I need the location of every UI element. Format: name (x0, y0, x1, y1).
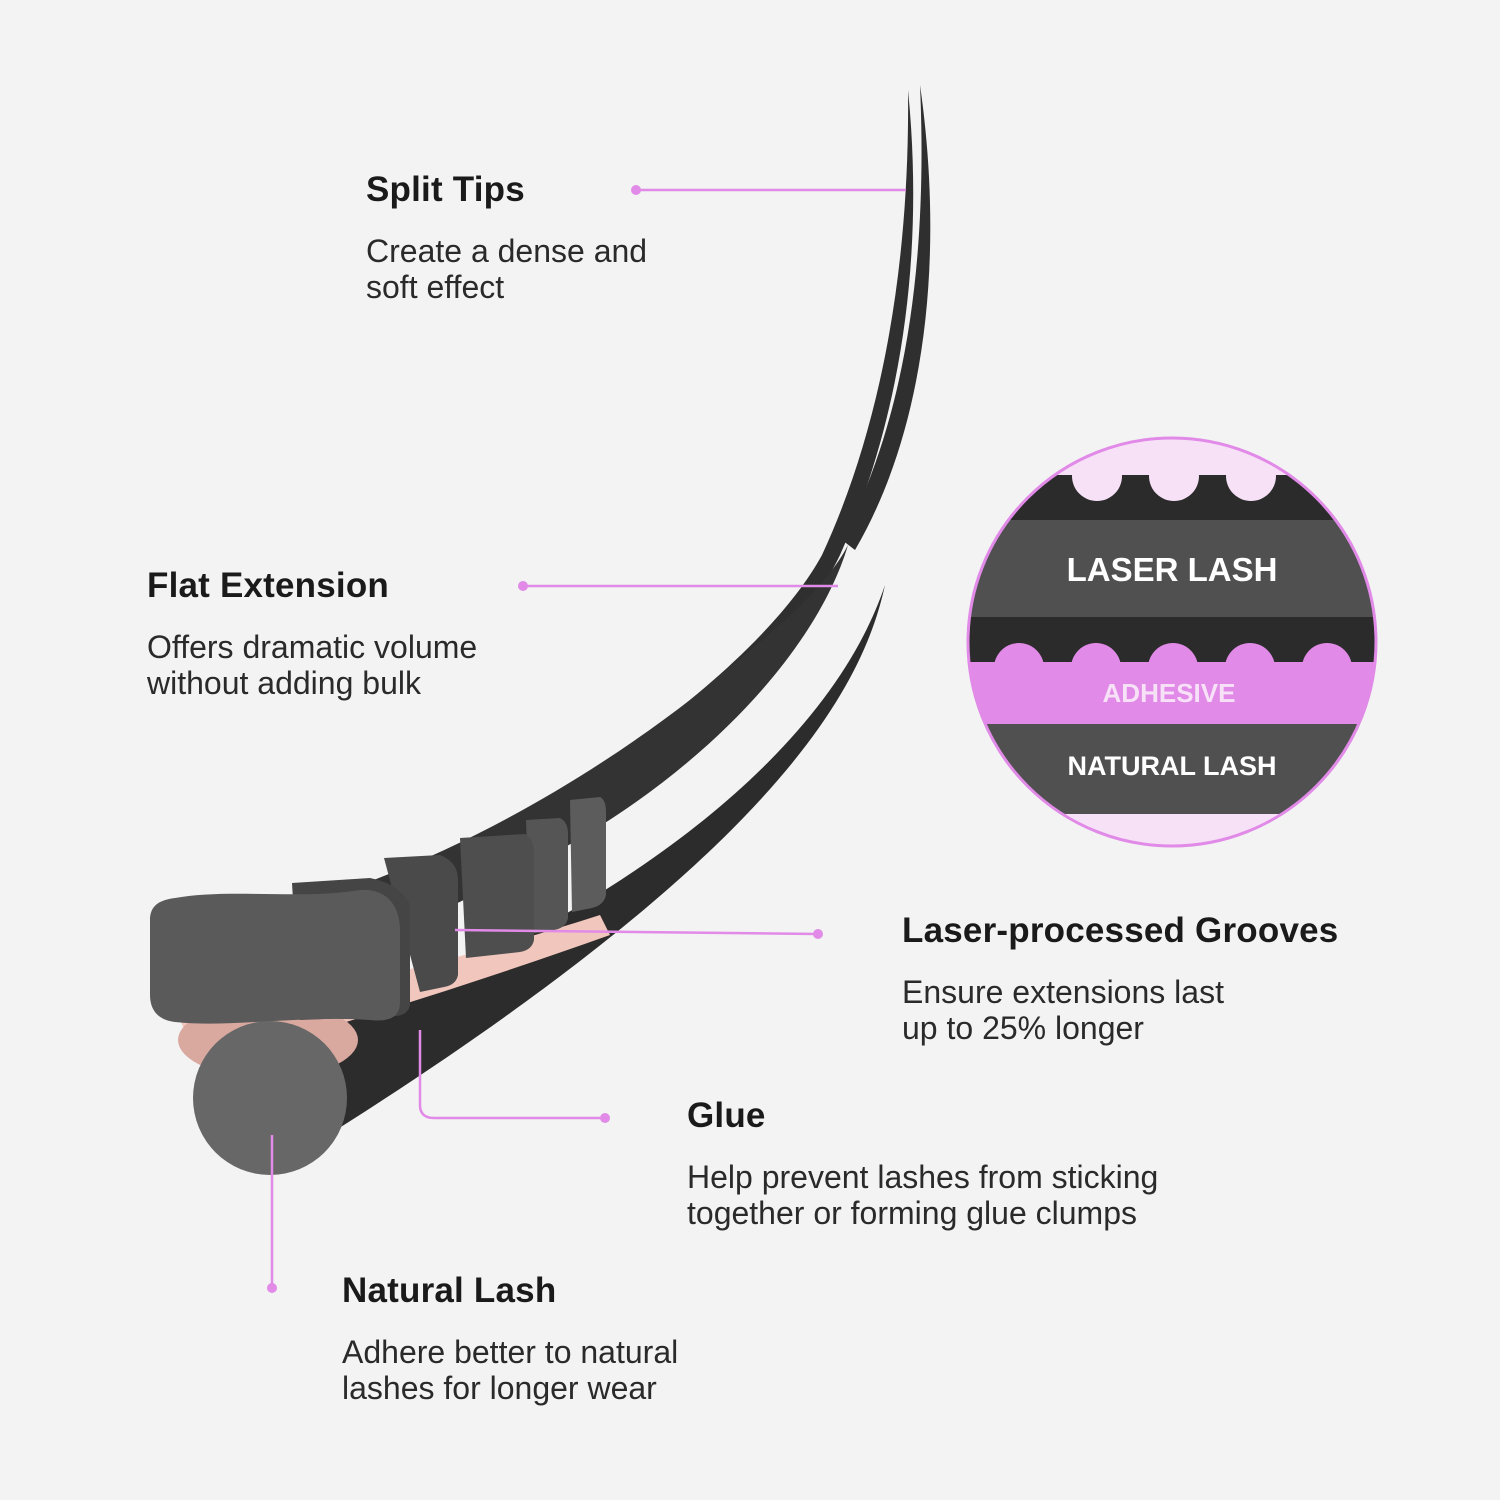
callout-title: Natural Lash (342, 1271, 557, 1310)
callout-title: Flat Extension (147, 566, 390, 605)
split-tip-strand-right (842, 85, 931, 550)
callout-title: Laser-processed Grooves (902, 911, 1339, 950)
callout-description: Adhere better to natural lashes for long… (342, 1334, 679, 1406)
callout-glue: Glue Help prevent lashes from sticking t… (687, 1098, 1158, 1231)
callout-split-tips: Split Tips Create a dense and soft effec… (366, 172, 647, 305)
inset-natural-lash-label: NATURAL LASH (1068, 751, 1277, 781)
callout-flat-extension: Flat Extension Offers dramatic volume wi… (147, 568, 477, 701)
callout-natural-lash: Natural Lash Adhere better to natural la… (342, 1273, 678, 1406)
callout-description: Ensure extensions last up to 25% longer (902, 974, 1224, 1046)
leader-lines (270, 188, 906, 1288)
natural-lash-cross-section (193, 1021, 347, 1175)
inset-laser-lash-label: LASER LASH (1067, 551, 1278, 588)
callout-title: Split Tips (366, 170, 525, 209)
inset-adhesive-label: ADHESIVE (1103, 678, 1236, 708)
natural-lash-body (235, 585, 885, 1165)
callout-description: Help prevent lashes from sticking togeth… (687, 1159, 1159, 1231)
callout-description: Create a dense and soft effect (366, 233, 648, 305)
callout-laser-grooves: Laser-processed Grooves Ensure extension… (902, 913, 1338, 1046)
callout-description: Offers dramatic volume without adding bu… (147, 629, 478, 701)
leader-dots (267, 185, 823, 1293)
flat-extension-cross-section (150, 889, 400, 1024)
callout-title: Glue (687, 1096, 766, 1135)
inset-cross-section: LASER LASH ADHESIVE NATURAL LASH (966, 436, 1378, 848)
